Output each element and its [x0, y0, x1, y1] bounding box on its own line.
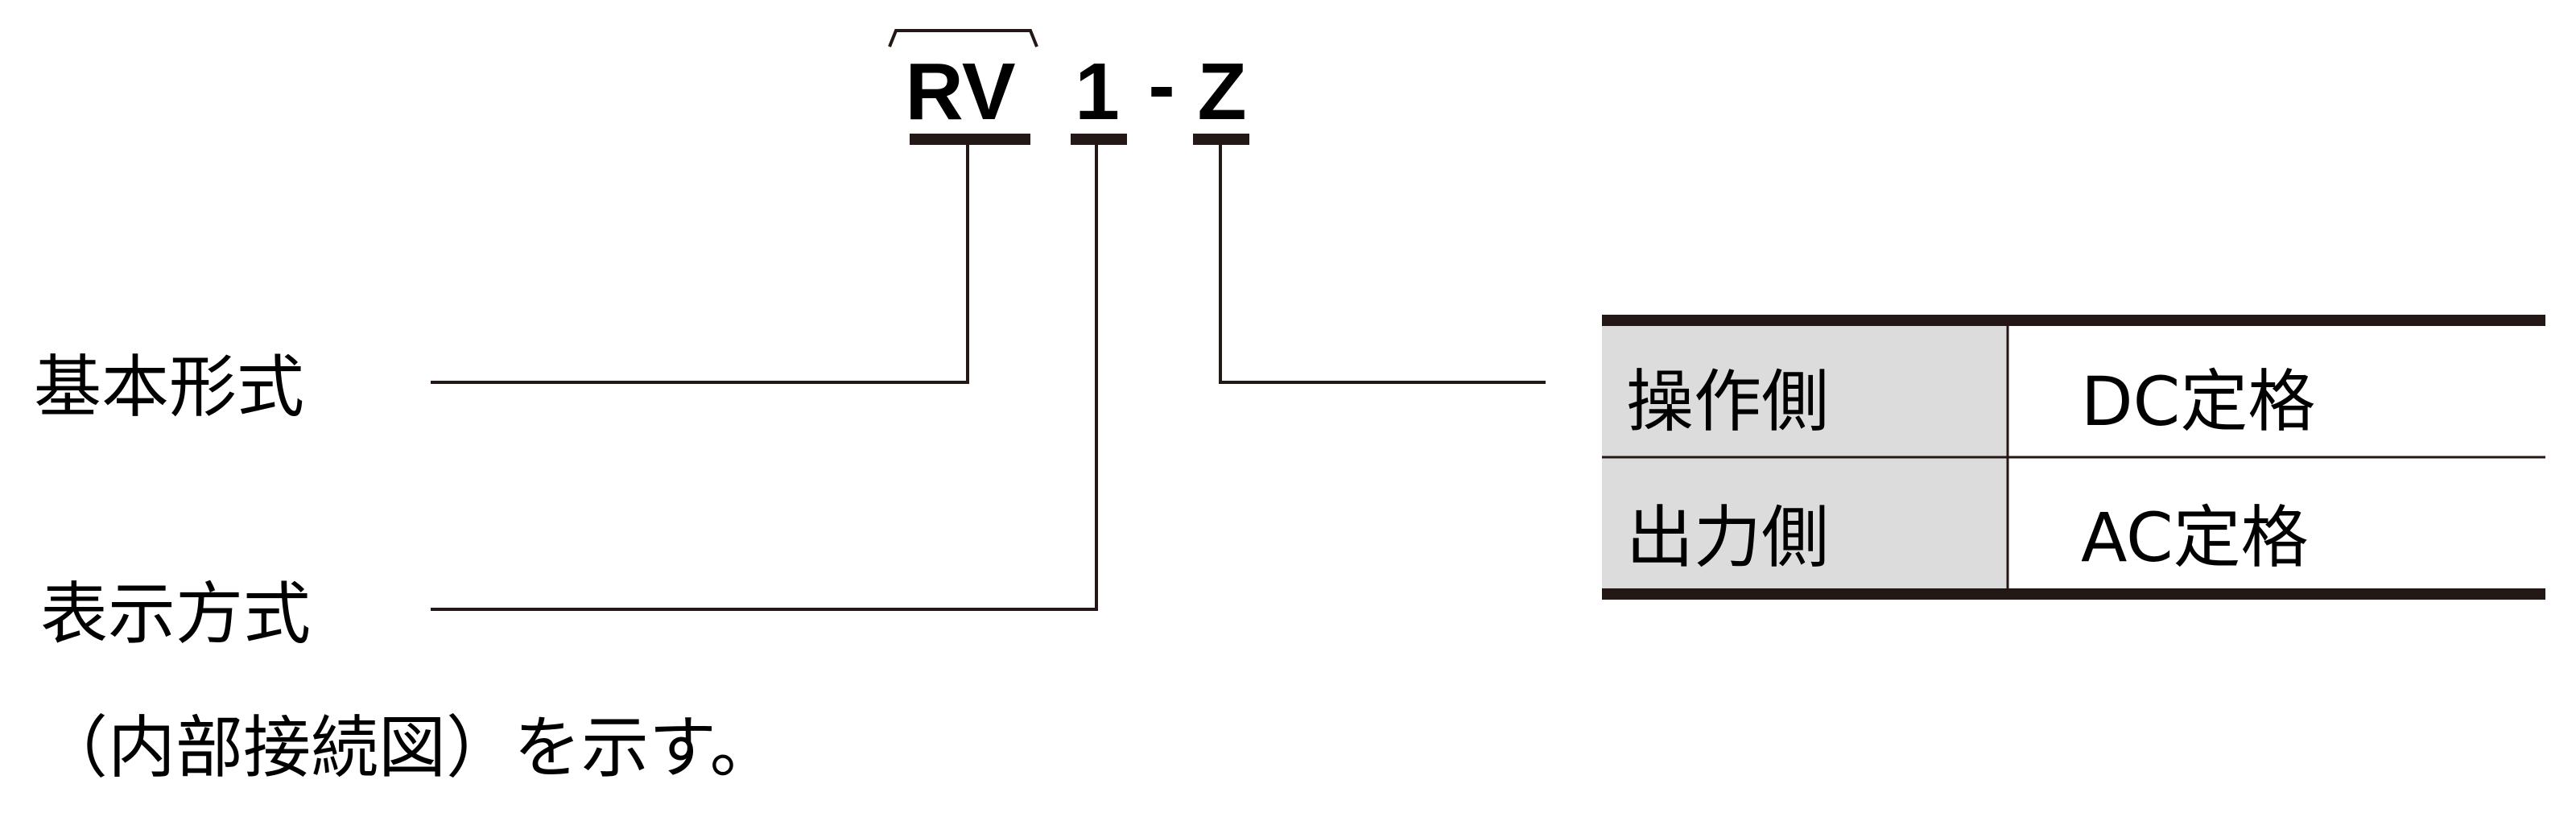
- code-separator: -: [1148, 40, 1174, 130]
- spec-table-row-2-side: 出力側: [1626, 498, 1829, 577]
- spec-table-row-1-side: 操作側: [1626, 362, 1829, 441]
- rv-overline-bracket: [888, 29, 1038, 47]
- leader-line-rating: [1219, 145, 1546, 384]
- spec-table-row-2-rating: AC定格: [2081, 498, 2309, 577]
- label-display-method: 表示方式: [40, 575, 311, 654]
- spec-table: 操作側 DC定格 出力側 AC定格: [1602, 315, 2545, 600]
- code-part-z: Z: [1197, 47, 1246, 137]
- leader-line-display-method: [431, 145, 1098, 611]
- label-display-note: （内部接続図）を示す。: [40, 708, 778, 787]
- code-part-1: 1: [1075, 47, 1120, 137]
- underline-rv: [910, 134, 1030, 145]
- leader-line-basic-type: [431, 145, 969, 384]
- underline-z: [1193, 134, 1249, 145]
- code-part-rv: RV: [905, 47, 1015, 137]
- spec-table-row-1-rating: DC定格: [2081, 362, 2315, 441]
- underline-1: [1071, 134, 1127, 145]
- label-basic-type: 基本形式: [34, 348, 304, 427]
